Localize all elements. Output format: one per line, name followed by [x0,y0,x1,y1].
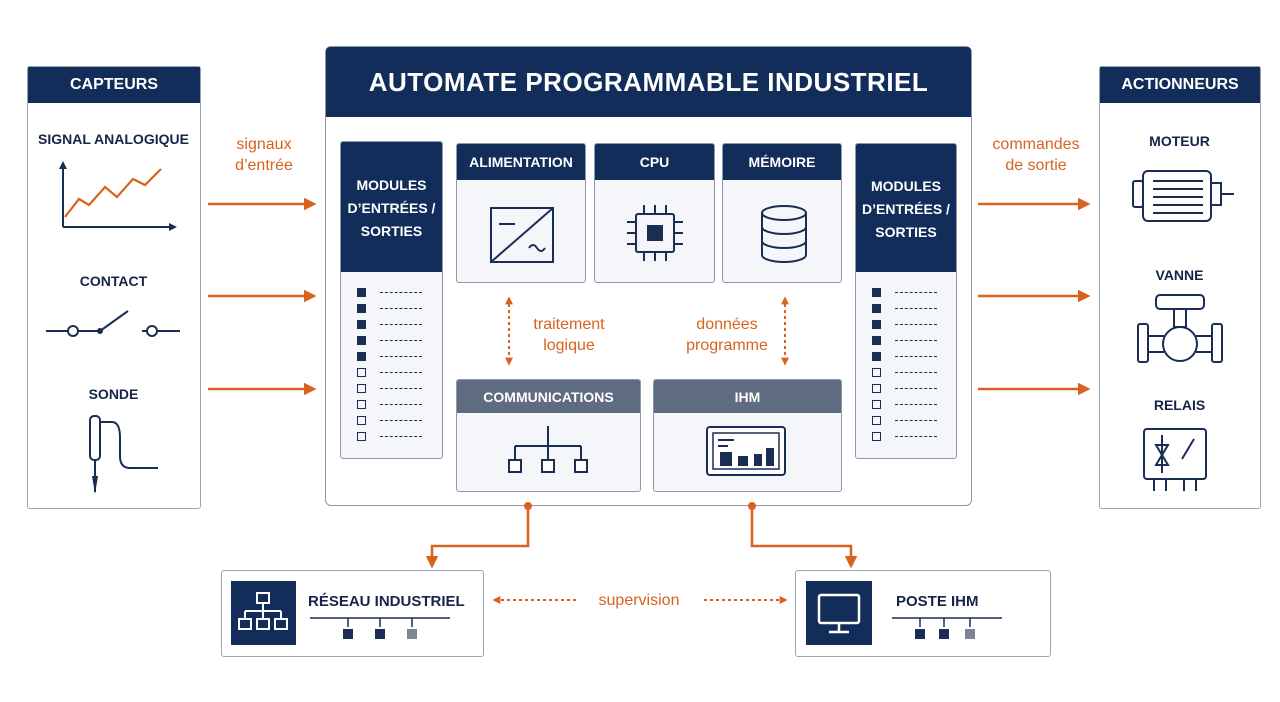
io-point [872,316,956,332]
io-point [872,412,956,428]
output-commands-label: commandes de sortie [992,136,1080,174]
io-point [872,300,956,316]
io-module-right-label: MODULES D’ENTRÉES / SORTIES [856,144,956,272]
io-module-left: MODULES D’ENTRÉES / SORTIES [340,141,443,459]
memory-label: MÉMOIRE [723,144,841,180]
logic-processing-label: traitement logique [533,316,605,354]
actuators-panel: ACTIONNEURS MOTEUR VANNE RELAIS [1099,66,1261,509]
line-chart-icon [59,161,177,231]
sensor-analog-signal-label: SIGNAL ANALOGIQUE [38,131,189,147]
hmi-station-connector [750,506,858,569]
input-signals-label: signaux d’entrée [235,136,293,174]
io-point [357,396,442,412]
sensors-panel: CAPTEURS SIGNAL ANALOGIQUE CONTACT SONDE [27,66,201,509]
relay-icon [1143,428,1207,491]
actuator-valve-label: VANNE [1155,267,1204,283]
io-point [872,332,956,348]
io-point [357,412,442,428]
io-point [357,348,442,364]
communications-module: COMMUNICATIONS [456,379,641,492]
io-module-right-points [856,272,956,444]
power-supply-icon [490,207,554,263]
sensors-header: CAPTEURS [28,67,200,103]
io-point [872,380,956,396]
memory-module: MÉMOIRE [722,143,842,283]
plc-title: AUTOMATE PROGRAMMABLE INDUSTRIEL [326,47,971,117]
valve-icon [1137,294,1223,363]
io-point [357,364,442,380]
hmi-module: IHM [653,379,842,492]
io-module-right: MODULES D’ENTRÉES / SORTIES [855,143,957,459]
io-point [872,348,956,364]
actuator-motor-label: MOTEUR [1149,133,1210,149]
hmi-label: IHM [654,380,841,413]
sensor-contact-label: CONTACT [79,273,148,289]
network-port-indicators [310,617,450,639]
industrial-network-label: RÉSEAU INDUSTRIEL [308,593,465,610]
chip-icon [627,205,683,261]
io-point [357,380,442,396]
io-point [872,364,956,380]
probe-icon [89,415,158,494]
actuator-relay-label: RELAIS [1153,397,1206,413]
industrial-network-box: RÉSEAU INDUSTRIEL [221,570,484,657]
cpu-module: CPU [594,143,715,283]
power-supply-module: ALIMENTATION [456,143,586,283]
hmi-station-label: POSTE IHM [896,593,979,610]
power-supply-label: ALIMENTATION [457,144,585,180]
io-point [357,332,442,348]
network-tree-icon [508,426,588,473]
io-module-left-points [341,272,442,444]
communications-label: COMMUNICATIONS [457,380,640,413]
io-point [357,316,442,332]
sensor-probe-label: SONDE [88,386,139,402]
actuators-header: ACTIONNEURS [1100,67,1260,103]
switch-contact-icon [46,310,180,337]
io-point [357,300,442,316]
supervision-label: supervision [598,592,680,609]
monitor-icon-tile [806,581,872,645]
monitor-icon [817,593,861,634]
database-icon [761,205,807,263]
program-data-label: données programme [686,316,768,354]
hmi-screen-icon [706,426,786,476]
cpu-label: CPU [595,144,714,180]
io-point [872,428,956,444]
hmi-port-indicators [892,617,1002,639]
network-connector [425,506,530,569]
network-tree-icon [238,592,288,630]
io-point [872,284,956,300]
io-module-left-label: MODULES D’ENTRÉES / SORTIES [341,142,442,272]
network-icon-tile [231,581,296,645]
io-point [872,396,956,412]
hmi-station-box: POSTE IHM [795,570,1051,657]
motor-icon [1132,170,1234,222]
io-point [357,428,442,444]
io-point [357,284,442,300]
